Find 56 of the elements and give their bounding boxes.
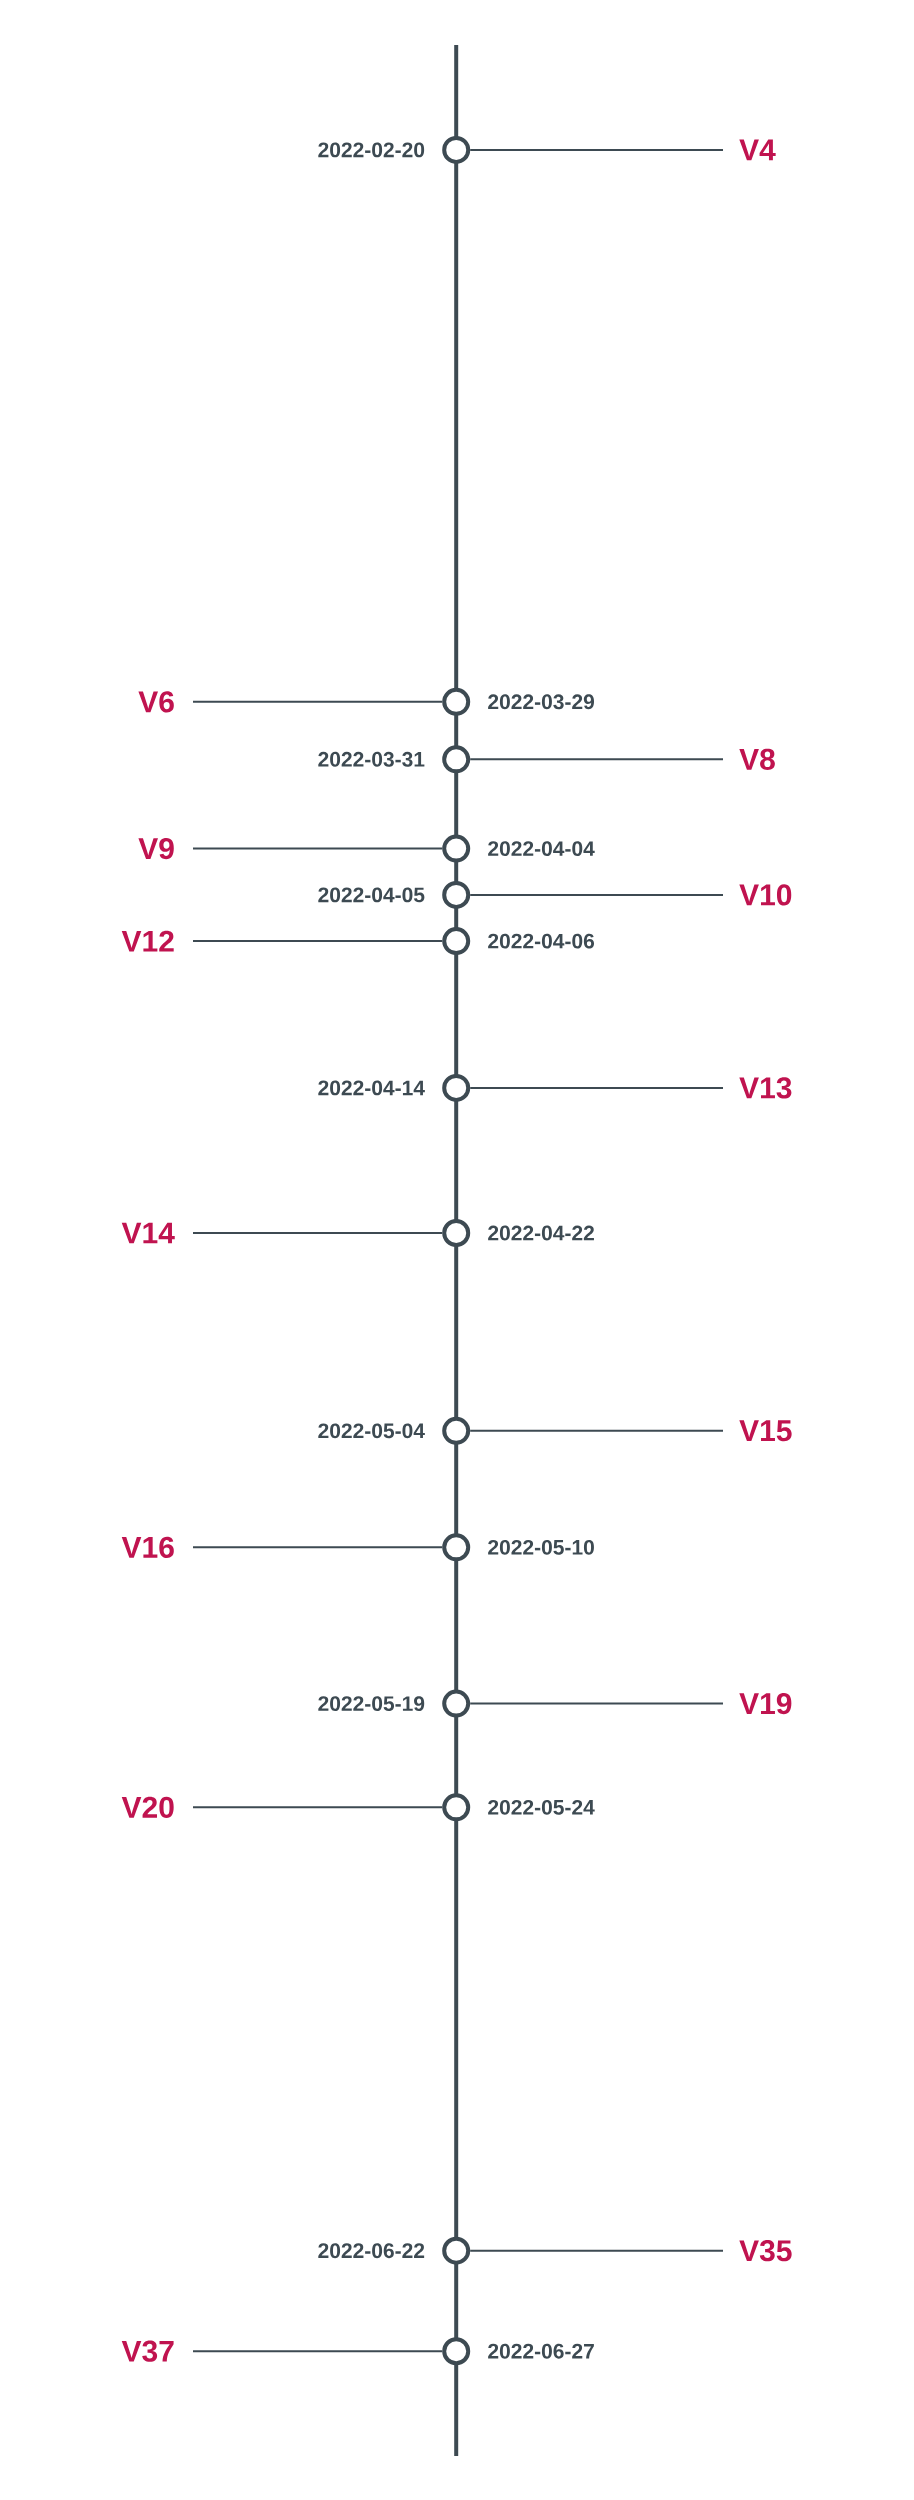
leader-line <box>469 893 724 896</box>
timeline-marker <box>442 1416 471 1445</box>
version-label: V35 <box>739 2240 792 2262</box>
leader-line <box>192 1232 444 1234</box>
date-label: 2022-04-05 <box>318 887 425 903</box>
leader-line <box>192 1546 444 1549</box>
date-label: 2022-05-04 <box>318 1423 425 1439</box>
version-label: V14 <box>121 1222 175 1244</box>
timeline-marker <box>442 2337 471 2366</box>
timeline-marker <box>442 1689 471 1718</box>
timeline-marker <box>442 1793 471 1822</box>
leader-line <box>192 1806 444 1809</box>
version-label: V10 <box>739 884 792 906</box>
timeline-marker <box>442 687 471 716</box>
version-label: V19 <box>739 1693 792 1715</box>
date-label: 2022-06-22 <box>318 2243 425 2259</box>
leader-line <box>469 1702 724 1705</box>
leader-line <box>192 2350 444 2353</box>
date-label: 2022-03-31 <box>318 751 425 767</box>
timeline-marker <box>442 834 471 863</box>
version-label: V15 <box>739 1420 792 1442</box>
leader-line <box>469 148 724 151</box>
version-label: V20 <box>121 1796 174 1818</box>
leader-line <box>469 758 724 761</box>
date-label: 2022-02-20 <box>318 142 425 158</box>
date-label: 2022-05-10 <box>488 1539 594 1555</box>
timeline-marker <box>442 1533 471 1562</box>
timeline-marker <box>442 1073 471 1102</box>
date-label: 2022-04-06 <box>488 933 595 949</box>
date-label: 2022-05-24 <box>488 1799 595 1815</box>
timeline-marker <box>442 135 471 164</box>
version-label: V4 <box>739 139 776 161</box>
leader-line <box>469 1086 724 1089</box>
timeline-marker <box>442 927 471 956</box>
version-label: V13 <box>739 1077 792 1099</box>
version-label: V8 <box>739 748 775 770</box>
timeline-marker <box>442 1219 471 1247</box>
date-label: 2022-04-22 <box>488 1225 594 1241</box>
timeline-marker <box>442 745 471 774</box>
leader-line <box>192 700 444 703</box>
leader-line <box>469 1429 724 1432</box>
date-label: 2022-03-29 <box>488 694 594 710</box>
date-label: 2022-06-27 <box>488 2343 594 2359</box>
leader-line <box>192 847 444 850</box>
date-label: 2022-05-19 <box>318 1696 425 1712</box>
version-label: V9 <box>138 838 174 860</box>
version-label: V37 <box>121 2340 174 2362</box>
date-label: 2022-04-14 <box>318 1080 425 1096</box>
leader-line <box>469 2249 724 2252</box>
version-label: V6 <box>138 691 174 713</box>
timeline-marker <box>442 880 471 909</box>
version-label: V16 <box>121 1536 174 1558</box>
date-label: 2022-04-04 <box>488 841 595 857</box>
leader-line <box>192 940 444 943</box>
timeline-marker <box>442 2236 471 2265</box>
version-label: V12 <box>121 930 174 952</box>
